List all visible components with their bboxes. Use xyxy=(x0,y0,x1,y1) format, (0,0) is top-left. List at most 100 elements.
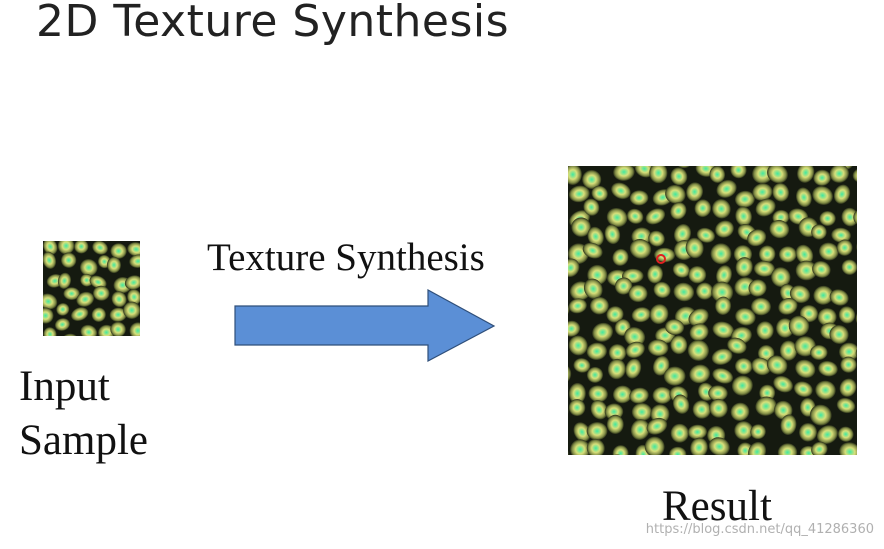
texture-cell xyxy=(612,248,629,266)
texture-cell xyxy=(629,190,649,206)
texture-cell xyxy=(836,397,856,414)
texture-cell xyxy=(570,439,591,455)
texture-cell xyxy=(753,260,775,277)
texture-cell xyxy=(625,358,642,379)
texture-cell xyxy=(586,366,604,383)
texture-cell xyxy=(648,230,665,247)
texture-cell xyxy=(582,242,603,259)
texture-cell xyxy=(43,327,57,336)
texture-cell xyxy=(93,285,110,301)
texture-cell xyxy=(653,281,671,299)
texture-cell xyxy=(727,337,747,354)
texture-cell xyxy=(652,386,672,404)
texture-cell xyxy=(694,199,712,218)
texture-cell xyxy=(57,241,75,255)
texture-cell xyxy=(771,267,791,288)
texture-cell xyxy=(654,247,676,263)
texture-cell xyxy=(750,424,766,440)
texture-cell xyxy=(629,387,649,404)
texture-cell xyxy=(839,442,857,455)
texture-cell xyxy=(708,385,728,402)
texture-cell xyxy=(712,199,731,219)
texture-cell xyxy=(43,241,58,255)
texture-cell xyxy=(124,275,140,290)
texture-cell xyxy=(692,400,711,419)
texture-cell xyxy=(836,239,853,256)
texture-cell xyxy=(586,421,608,441)
texture-cell xyxy=(129,322,140,336)
texture-cell xyxy=(838,306,856,324)
texture-cell xyxy=(106,256,122,274)
texture-cell xyxy=(829,289,849,306)
texture-cell xyxy=(111,291,127,308)
texture-cell xyxy=(758,245,776,263)
texture-cell xyxy=(79,259,98,277)
texture-cell xyxy=(730,402,750,421)
texture-cell xyxy=(716,265,732,286)
texture-cell xyxy=(831,227,851,243)
texture-cell xyxy=(833,184,851,204)
texture-cell xyxy=(71,307,89,322)
texture-cell xyxy=(634,166,655,178)
texture-cell xyxy=(573,358,591,373)
texture-cell xyxy=(583,198,600,216)
texture-cell xyxy=(630,419,650,440)
texture-cell xyxy=(672,394,690,414)
texture-cell xyxy=(735,257,753,277)
texture-cell xyxy=(716,179,737,198)
texture-cell xyxy=(734,190,755,208)
texture-cell xyxy=(586,438,605,455)
texture-cell xyxy=(711,281,734,303)
texture-cell xyxy=(628,284,648,303)
texture-cell xyxy=(735,308,756,326)
texture-cell xyxy=(688,265,707,284)
texture-cell xyxy=(756,321,774,340)
texture-cell xyxy=(840,356,857,373)
texture-cell xyxy=(624,327,646,347)
texture-cell xyxy=(715,296,732,315)
texture-cell xyxy=(708,437,730,455)
texture-cell xyxy=(607,358,626,380)
texture-cell xyxy=(110,243,127,259)
texture-cell xyxy=(811,224,827,240)
texture-cell xyxy=(685,237,704,259)
texture-cell xyxy=(788,315,810,337)
texture-cell xyxy=(772,182,790,202)
texture-cell xyxy=(837,426,854,442)
texture-cell xyxy=(608,344,627,362)
texture-cell xyxy=(670,202,687,220)
texture-cell xyxy=(696,282,714,300)
texture-cell xyxy=(92,241,108,255)
texture-cell xyxy=(819,210,836,227)
texture-cell xyxy=(734,421,754,440)
texture-cell xyxy=(809,404,832,426)
texture-cell xyxy=(673,223,692,244)
texture-cell xyxy=(645,208,666,225)
texture-cell xyxy=(810,344,828,361)
texture-cell xyxy=(573,422,591,442)
texture-cell xyxy=(778,246,797,263)
texture-cell xyxy=(811,441,828,455)
texture-cell xyxy=(626,208,644,224)
texture-cell xyxy=(647,339,669,357)
texture-cell xyxy=(614,277,633,295)
texture-cell xyxy=(748,279,767,297)
texture-cell xyxy=(649,166,668,184)
texture-cell xyxy=(818,242,839,261)
texture-cell xyxy=(43,251,57,269)
texture-cell xyxy=(755,396,777,416)
texture-cell xyxy=(709,398,728,418)
texture-cell xyxy=(604,224,621,245)
texture-cell xyxy=(778,298,798,315)
texture-cell xyxy=(127,242,140,257)
texture-cell xyxy=(795,244,814,265)
texture-cell xyxy=(730,166,747,179)
texture-cell xyxy=(568,382,586,404)
right-arrow-icon xyxy=(234,289,496,362)
texture-cell xyxy=(646,417,668,435)
texture-cell xyxy=(839,378,857,397)
texture-cell xyxy=(613,166,635,181)
texture-cell xyxy=(751,357,771,376)
texture-cell xyxy=(715,220,734,238)
